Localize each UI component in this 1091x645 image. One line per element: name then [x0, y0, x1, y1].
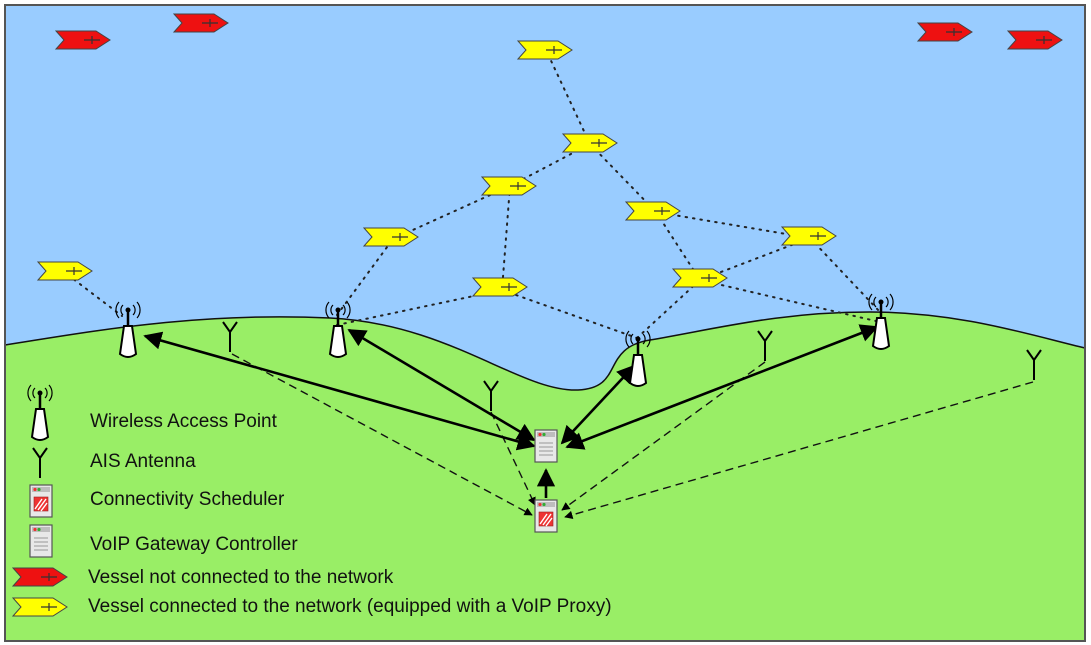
devices — [534, 429, 558, 533]
wireless-access-point-icon — [625, 330, 651, 387]
red-vessel-icon — [1006, 30, 1063, 50]
connectivity-scheduler-icon — [29, 484, 53, 518]
legend-label-scheduler: Connectivity Scheduler — [90, 489, 285, 510]
legend-row-vessel-unconnected: Vessel not connected to the network — [11, 567, 394, 588]
yellow-vessel-icon — [36, 261, 93, 281]
yellow-vessel-glyph — [11, 597, 68, 617]
wireless-access-point-icon — [27, 384, 53, 441]
wireless-link — [545, 49, 591, 145]
yellow-vessel-icon — [561, 133, 618, 153]
legend-label-vessel-connected: Vessel connected to the network (equippe… — [88, 596, 612, 617]
ais-antenna-icon — [32, 447, 48, 478]
legend-label-gateway: VoIP Gateway Controller — [90, 534, 298, 555]
yellow-vessel-icon — [624, 201, 681, 221]
wireless-access-point-icon — [27, 384, 53, 441]
red-vessel-icon — [172, 13, 229, 33]
yellow-vessel-icon — [671, 268, 728, 288]
legend-label-ais-antenna: AIS Antenna — [90, 451, 196, 472]
wireless-link — [809, 237, 881, 313]
yellow-vessel-icon — [480, 176, 537, 196]
yellow-vessel-icon — [471, 277, 528, 297]
red-vessel-icon — [54, 30, 111, 50]
connectivity-scheduler-icon — [534, 499, 558, 533]
wireless-link — [336, 289, 503, 326]
legend-row-vessel-connected: Vessel connected to the network (equippe… — [11, 596, 612, 617]
yellow-vessel-icon — [516, 40, 573, 60]
red-vessel-glyph — [11, 567, 68, 587]
yellow-vessel-icon — [780, 226, 837, 246]
access-points — [115, 293, 894, 387]
wireless-link — [699, 279, 881, 323]
wireless-access-point-icon — [868, 293, 894, 350]
yellow-vessel-icon — [11, 597, 68, 617]
frame — [4, 4, 1086, 642]
wireless-link — [589, 143, 657, 213]
ais-antennas — [222, 321, 1042, 411]
wireless-access-point-icon — [115, 301, 141, 358]
wireless-link — [501, 185, 511, 291]
red-vessel-icon — [916, 22, 973, 42]
voip-gateway-controller-glyph — [29, 524, 53, 558]
wireless-access-point-icon — [325, 301, 351, 358]
legend: Wireless Access Point AIS Antenna Connec… — [11, 384, 612, 617]
legend-row-access-point: Wireless Access Point — [27, 384, 278, 441]
legend-label-vessel-unconnected: Vessel not connected to the network — [88, 567, 394, 588]
connectivity-scheduler-glyph — [29, 484, 53, 518]
voip-gateway-controller-icon — [534, 429, 558, 463]
yellow-vessel-icon — [362, 227, 419, 247]
legend-row-gateway: VoIP Gateway Controller — [29, 524, 298, 558]
ais-antenna-icon — [32, 447, 48, 478]
legend-row-ais-antenna: AIS Antenna — [32, 447, 196, 478]
ais-antenna-icon — [1026, 349, 1042, 380]
ais-link — [564, 381, 1034, 519]
legend-label-access-point: Wireless Access Point — [90, 411, 278, 432]
ais-antenna-icon — [222, 321, 238, 352]
wired-links — [143, 324, 879, 498]
wired-link — [347, 328, 536, 442]
red-vessel-icon — [11, 567, 68, 587]
wireless-link — [336, 238, 394, 316]
ais-antenna-icon — [757, 330, 773, 361]
voip-gateway-controller-icon — [29, 524, 53, 558]
vessels — [36, 13, 1063, 297]
wired-link — [565, 324, 879, 450]
ais-antenna-icon — [483, 380, 499, 411]
legend-row-scheduler: Connectivity Scheduler — [29, 484, 285, 518]
